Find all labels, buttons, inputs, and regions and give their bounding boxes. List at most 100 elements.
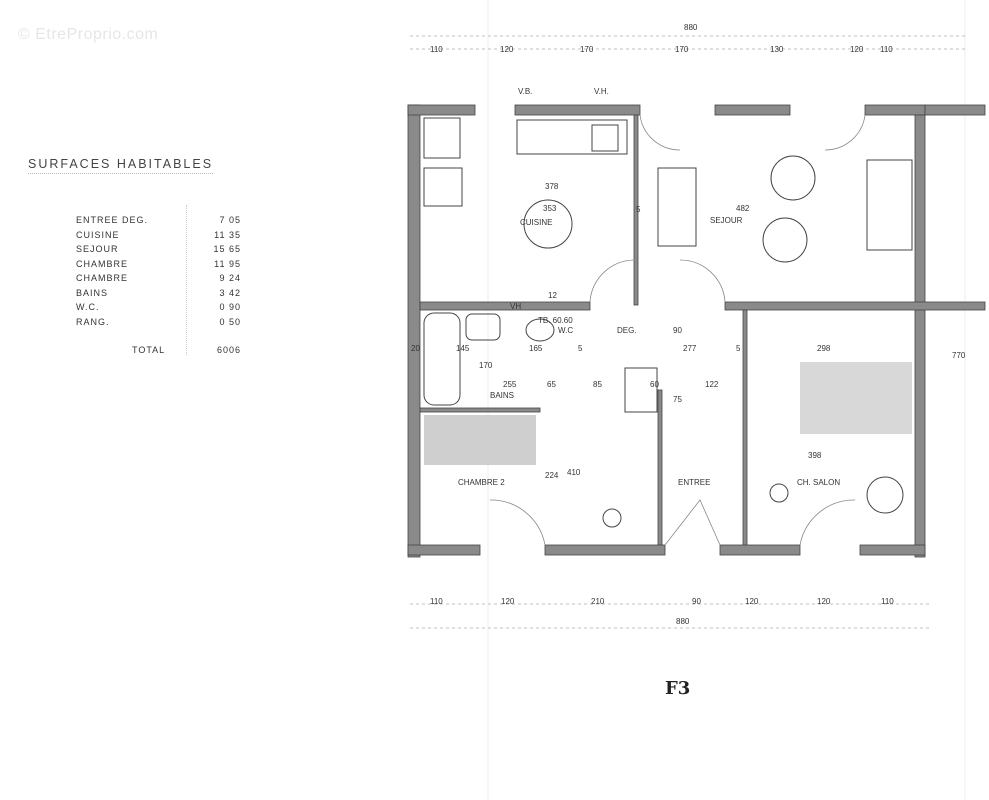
kitchen-fixtures <box>423 117 628 249</box>
surfaces-title: SURFACES HABITABLES <box>28 157 214 174</box>
dim-label: 120 <box>501 597 515 606</box>
table-row: W.C. 0 90 <box>76 302 241 317</box>
room-label-ch-salon: CH. SALON <box>797 478 840 487</box>
room-name: W.C. <box>76 302 100 312</box>
annotation: 65 <box>547 380 556 389</box>
room-label-entree: ENTREE <box>678 478 710 487</box>
annotation: 378 <box>545 182 559 191</box>
annotation: 277 <box>683 344 697 353</box>
dim-label: 210 <box>591 597 605 606</box>
dim-label: 90 <box>692 597 701 606</box>
lamp-icon <box>769 483 789 503</box>
dim-label: 170 <box>580 45 594 54</box>
dim-label: 120 <box>817 597 831 606</box>
annotation: 170 <box>479 361 493 370</box>
table-row: RANG.0 50 <box>76 317 241 332</box>
room-area: 0 90 <box>219 302 241 312</box>
room-name: CHAMBRE <box>76 273 129 283</box>
total-row: TOTAL 6006 <box>132 345 241 355</box>
lamp-icon <box>602 508 622 528</box>
dim-label: 120 <box>500 45 514 54</box>
room-label-deg: DEG. <box>617 326 637 335</box>
room-area: 7 05 <box>219 215 241 225</box>
plan-name: F3 <box>665 678 690 699</box>
dining-table-icon <box>523 199 573 249</box>
dim-label: 880 <box>676 617 690 626</box>
room-label-cuisine: CUISINE <box>520 218 552 227</box>
bottom-dimensions: 110 120 210 90 120 120 110 880 <box>410 597 930 629</box>
table-divider <box>186 205 187 355</box>
table-row: CHAMBRE 9 24 <box>76 273 241 288</box>
annotation: 482 <box>736 204 750 213</box>
annotation: TB. 60.60 <box>538 316 573 325</box>
table-row: CHAMBRE 11 95 <box>76 259 241 274</box>
bed-icon <box>424 415 536 465</box>
watermark: © EtreProprio.com <box>18 26 159 43</box>
dim-label: 130 <box>770 45 784 54</box>
room-label-chambre2: CHAMBRE 2 <box>458 478 505 487</box>
walls <box>407 104 986 558</box>
annotation: 85 <box>593 380 602 389</box>
shelf-icon <box>866 159 913 251</box>
annotation: 410 <box>567 468 581 477</box>
annotation: 12 <box>548 291 557 300</box>
annotation: 5 <box>636 205 641 214</box>
annotation: 90 <box>673 326 682 335</box>
dim-label: 880 <box>684 23 698 32</box>
dim-label: 120 <box>745 597 759 606</box>
room-name: SEJOUR <box>76 244 119 254</box>
room-area: 3 42 <box>219 287 241 298</box>
top-dimensions: 880 110 120 170 170 130 120 110 <box>410 23 965 54</box>
armchair-icon <box>770 155 816 201</box>
plan-annotations: V.B. V.H. VH TB. 60.60 353 378 482 12 20… <box>411 87 966 480</box>
dim-label: 110 <box>880 45 893 54</box>
table-row: SEJOUR 15 65 <box>76 244 241 259</box>
annotation: 122 <box>705 380 719 389</box>
room-label-sejour: SEJOUR <box>710 216 743 225</box>
dim-label: 110 <box>430 45 443 54</box>
bed-icon <box>800 362 912 434</box>
stove-icon <box>423 167 463 207</box>
dim-label: 110 <box>430 597 443 606</box>
washbasin-icon <box>465 313 501 341</box>
annotation: 60 <box>650 380 659 389</box>
bathtub-icon <box>423 312 461 406</box>
room-name: BAINS <box>76 287 109 298</box>
annotation: 770 <box>952 351 966 360</box>
bath-fixtures <box>423 312 912 528</box>
annotation: 5 <box>736 344 741 353</box>
annotation: 165 <box>529 344 543 353</box>
room-area: 9 24 <box>219 273 241 283</box>
dim-label: 110 <box>881 597 894 606</box>
armchair-icon <box>866 476 904 514</box>
closet-icon <box>624 367 658 413</box>
living-fixtures <box>657 155 913 263</box>
annotation: 224 <box>545 471 559 480</box>
doors <box>489 114 866 546</box>
room-name: ENTREE DEG. <box>76 215 149 225</box>
annotation: V.H. <box>594 87 609 96</box>
table-icon <box>657 167 697 247</box>
total-label: TOTAL <box>132 345 166 355</box>
annotation: 353 <box>543 204 557 213</box>
annotation: 298 <box>817 344 831 353</box>
sink-counter <box>516 119 628 155</box>
table-row: BAINS 3 42 <box>76 288 241 303</box>
annotation: 20 <box>411 344 420 353</box>
annotation: 398 <box>808 451 822 460</box>
annotation: V.B. <box>518 87 532 96</box>
toilet-icon <box>525 318 555 342</box>
dim-label: 170 <box>675 45 689 54</box>
total-value: 6006 <box>216 345 241 355</box>
room-area: 15 65 <box>213 244 241 254</box>
armchair-icon <box>762 217 808 263</box>
room-area: 11 95 <box>214 258 241 269</box>
washer-icon <box>591 124 619 152</box>
annotation: 145 <box>456 344 470 353</box>
room-name: CHAMBRE <box>76 258 129 269</box>
dim-label: 120 <box>850 45 864 54</box>
room-label-wc: W.C <box>558 326 573 335</box>
